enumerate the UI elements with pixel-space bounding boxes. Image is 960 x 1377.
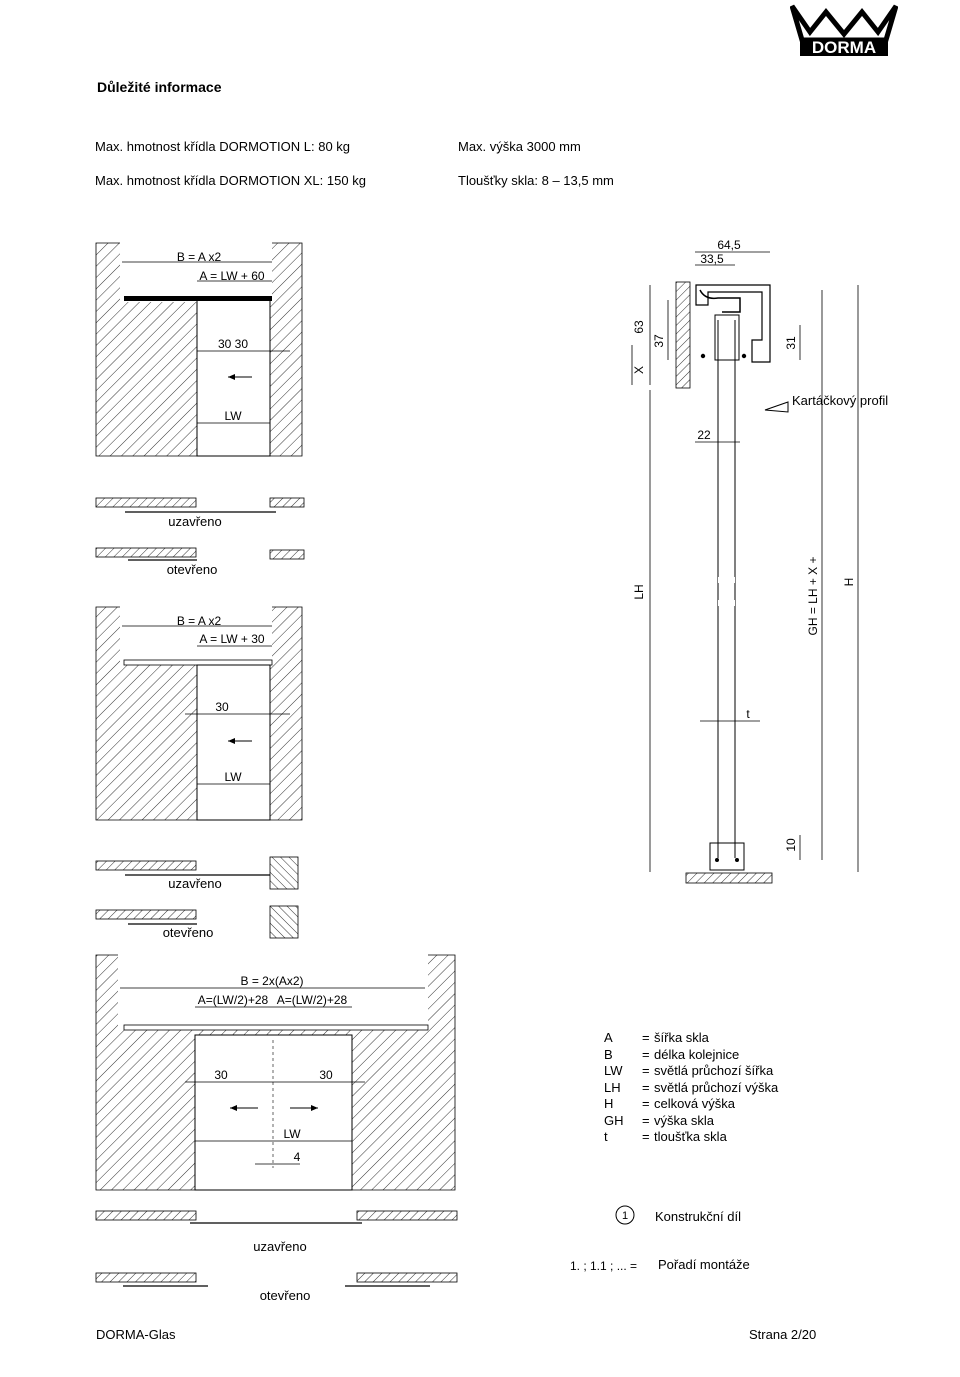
component-circle-number: 1 [622, 1210, 628, 1222]
d1-b-label: B = A x2 [177, 250, 222, 264]
legend-row: B=délka kolejnice [604, 1046, 740, 1062]
d1-a-label: A = LW + 60 [199, 269, 264, 283]
component-label: Konstrukční díl [655, 1209, 741, 1224]
dorma-crown-icon: DORMA [789, 4, 899, 57]
dim-x: X [632, 366, 646, 374]
d2-gap-label: 30 [215, 700, 229, 714]
dim-33-5: 33,5 [700, 252, 724, 266]
info-weight-xl: Max. hmotnost křídla DORMOTION XL: 150 k… [95, 173, 366, 188]
dim-63: 63 [632, 320, 646, 334]
component-circle-icon [615, 1205, 635, 1225]
page-heading: Důležité informace [97, 79, 222, 95]
d3-lw-label: LW [283, 1127, 301, 1141]
d3-center-gap: 4 [294, 1150, 301, 1164]
dim-h: H [842, 578, 856, 587]
d1-gaps-label: 30 30 [218, 337, 248, 351]
d2-lw-label: LW [224, 770, 242, 784]
dorma-logo: DORMA [789, 4, 899, 58]
legend-row: LH=světlá průchozí výška [604, 1079, 779, 1095]
legend: A=šířka skla B=délka kolejnice LW=světlá… [604, 1030, 778, 1146]
order-key: 1. ; 1.1 ; ... = [570, 1259, 638, 1273]
brush-profile-label: Kartáčkový profil [792, 393, 888, 408]
d2-closed-label: uzavřeno [168, 876, 221, 891]
drawing-3-double-door: B = 2x(Ax2) A=(LW/2)+28 A=(LW/2)+28 30 3… [95, 954, 458, 1303]
d3-a-right-label: A=(LW/2)+28 [277, 993, 348, 1007]
legend-row: t=tloušťka skla [604, 1129, 727, 1144]
brand-name: DORMA [812, 38, 876, 57]
section-drawing: 64,5 33,5 63 37 X 31 Kartáčkový profil 2… [631, 238, 888, 884]
footer-page: Strana 2/20 [749, 1327, 817, 1342]
dim-t: t [746, 707, 750, 721]
info-glass-thickness: Tloušťky skla: 8 – 13,5 mm [458, 173, 614, 188]
info-max-height: Max. výška 3000 mm [458, 139, 581, 154]
d2-b-label: B = A x2 [177, 614, 222, 628]
dim-10: 10 [784, 838, 798, 852]
d1-closed-label: uzavřeno [168, 514, 221, 529]
d2-a-label: A = LW + 30 [199, 632, 264, 646]
d3-closed-label: uzavřeno [253, 1239, 306, 1254]
d3-gap-left: 30 [214, 1068, 228, 1082]
d1-lw-label: LW [224, 409, 242, 423]
dim-37: 37 [652, 334, 666, 348]
d3-gap-right: 30 [319, 1068, 333, 1082]
legend-row: GH=výška skla [604, 1112, 714, 1128]
legend-row: LW=světlá průchozí šířka [604, 1063, 774, 1078]
drawing-1-single-door: B = A x2 A = LW + 60 30 30 LW uzavřeno o… [95, 242, 305, 577]
d2-open-label: otevřeno [163, 925, 214, 940]
drawing-2-single-door: B = A x2 A = LW + 30 30 LW uzavřeno otev… [95, 606, 303, 940]
d3-b-label: B = 2x(Ax2) [240, 974, 303, 988]
dim-lh: LH [632, 584, 646, 599]
d1-open-label: otevřeno [167, 562, 218, 577]
info-weight-l: Max. hmotnost křídla DORMOTION L: 80 kg [95, 139, 351, 154]
dim-64-5: 64,5 [717, 238, 741, 252]
d3-a-left-label: A=(LW/2)+28 [198, 993, 269, 1007]
dim-31: 31 [784, 336, 798, 350]
footer-left: DORMA-Glas [96, 1327, 176, 1342]
dim-22: 22 [697, 428, 711, 442]
order-label: Pořadí montáže [658, 1257, 750, 1272]
legend-row: A=šířka skla [604, 1030, 709, 1045]
dim-gh: GH = LH + X + [806, 556, 820, 635]
legend-row: H=celková výška [604, 1096, 735, 1111]
d3-open-label: otevřeno [260, 1288, 311, 1303]
